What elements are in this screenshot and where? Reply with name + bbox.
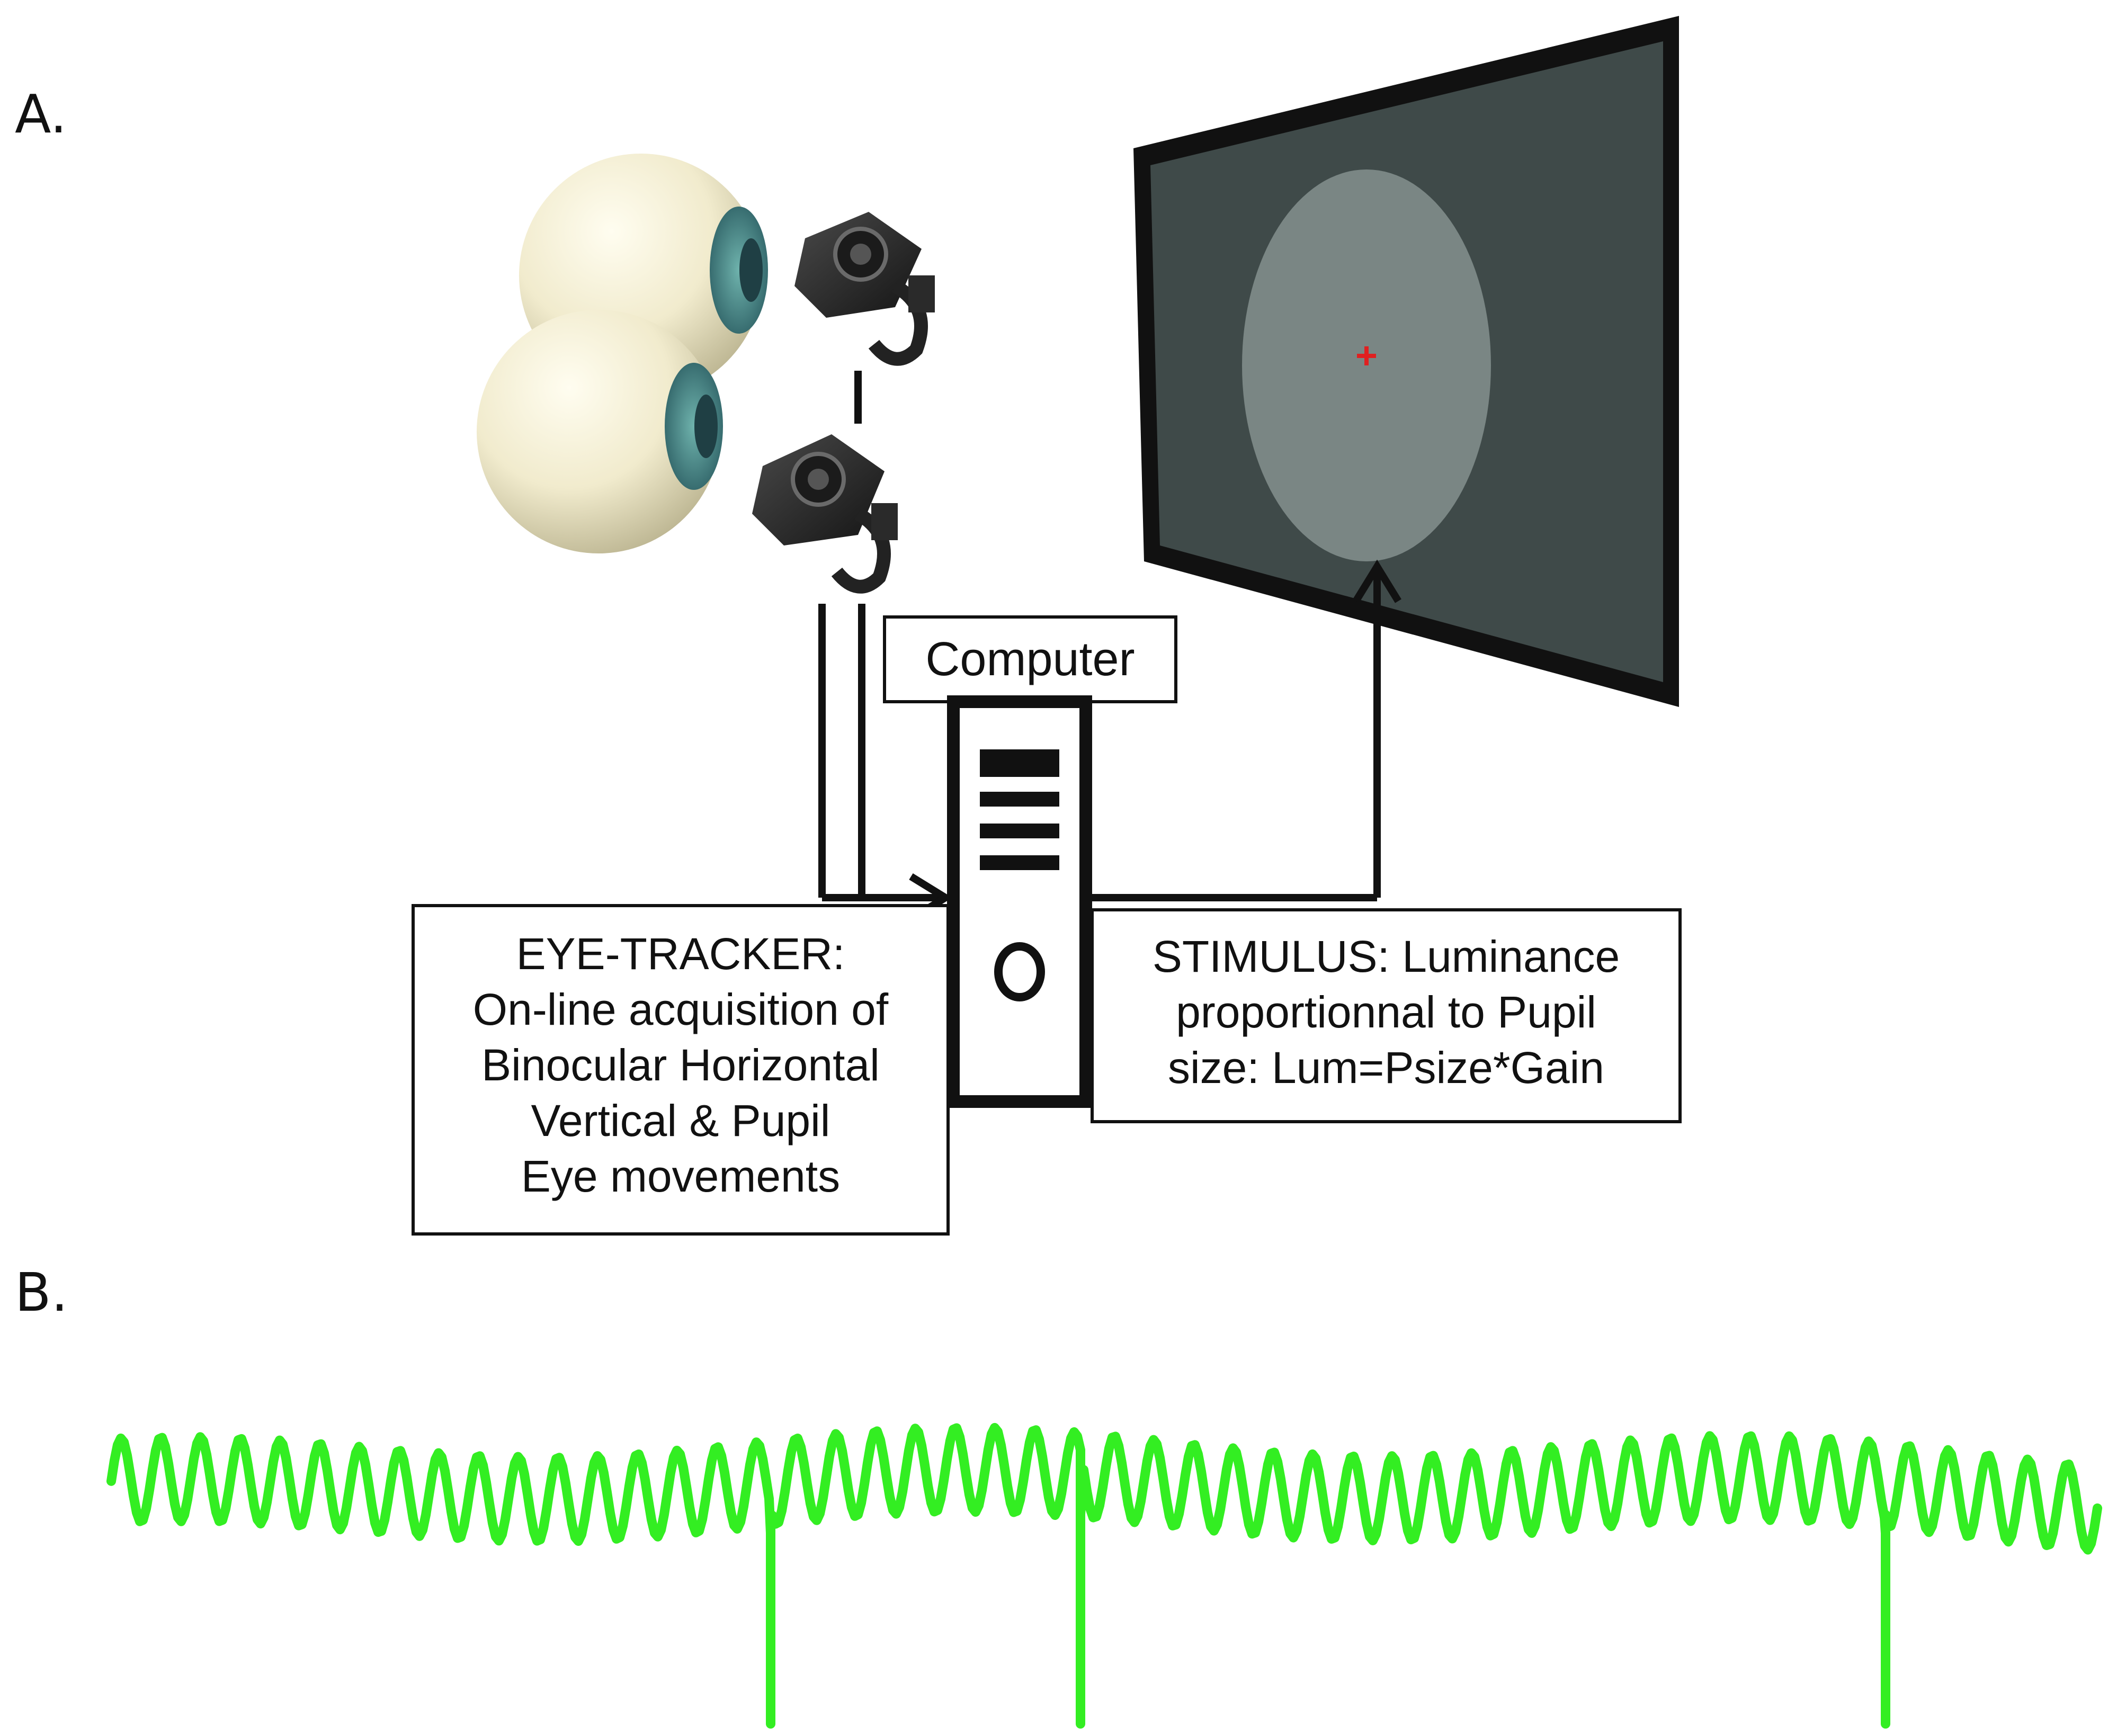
pupil-trace (106, 1422, 2102, 1729)
computer-label: Computer (925, 633, 1135, 686)
camera-icon (752, 434, 898, 594)
stimulus-line: proportionnal to Pupil (1176, 987, 1596, 1037)
eye-tracker-text: EYE-TRACKER: On-line acquisition of Bino… (473, 929, 889, 1201)
stimulus-line: size: Lum=Psize*Gain (1168, 1043, 1604, 1093)
eye-tracker-line: On-line acquisition of (473, 985, 889, 1034)
stimulus-text: STIMULUS: Luminance proportionnal to Pup… (1153, 932, 1620, 1093)
eyeball-icon (477, 310, 723, 553)
panel-b-label: B. (15, 1261, 68, 1323)
eye-tracker-line: EYE-TRACKER: (516, 929, 845, 979)
monitor-icon (1133, 16, 1679, 707)
eye-tracker-line: Vertical & Pupil (531, 1096, 830, 1146)
stimulus-line: STIMULUS: Luminance (1153, 932, 1620, 981)
panel-a-label: A. (15, 83, 67, 145)
eye-tracker-line: Eye movements (521, 1151, 840, 1201)
eye-tracker-line: Binocular Horizontal (481, 1040, 880, 1090)
computer-label-box (883, 615, 1177, 703)
camera-connector (854, 371, 862, 424)
arrowhead (1353, 559, 1401, 603)
eye-tracker-box (412, 904, 950, 1236)
computer-tower-icon (947, 695, 1092, 1108)
stimulus-box (1091, 908, 1682, 1123)
fixation-cross-icon (1357, 346, 1376, 365)
camera-icon (794, 212, 935, 366)
